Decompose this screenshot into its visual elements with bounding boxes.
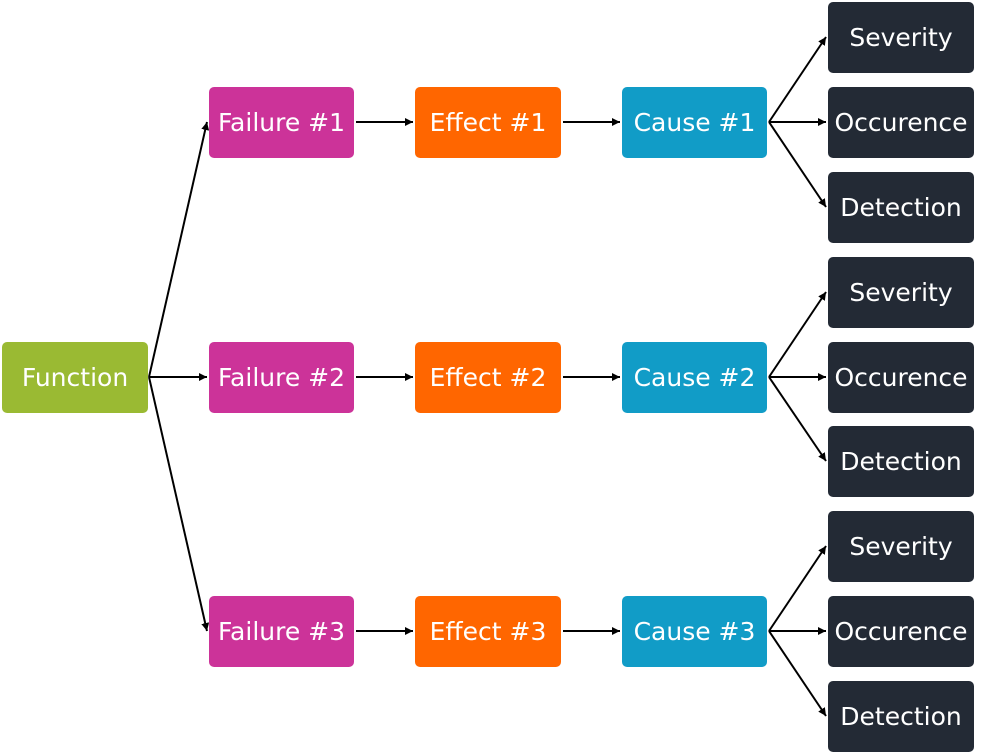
- effect-label-3: Effect #3: [429, 617, 547, 646]
- cause-label-1: Cause #1: [633, 108, 756, 137]
- arrow-cause-to-severity-1: [768, 36, 827, 123]
- severity-node-1: Severity: [828, 2, 974, 73]
- cause-node-2: Cause #2: [622, 342, 767, 413]
- effect-label-1: Effect #1: [429, 108, 547, 137]
- failure-label-3: Failure #3: [217, 617, 346, 646]
- detection-label-2: Detection: [840, 447, 962, 476]
- severity-label-3: Severity: [849, 532, 953, 561]
- arrow-cause-to-detection-2: [768, 376, 827, 462]
- detection-node-2: Detection: [828, 426, 974, 497]
- cause-label-2: Cause #2: [633, 363, 756, 392]
- detection-label-3: Detection: [840, 702, 962, 731]
- failure-label-2: Failure #2: [217, 363, 346, 392]
- severity-label-2: Severity: [849, 278, 953, 307]
- effect-node-2: Effect #2: [415, 342, 561, 413]
- arrow-cause-to-severity-3: [768, 545, 827, 632]
- function-node: Function: [2, 342, 148, 413]
- severity-node-3: Severity: [828, 511, 974, 582]
- failure-label-1: Failure #1: [217, 108, 346, 137]
- cause-node-1: Cause #1: [622, 87, 767, 158]
- failure-node-1: Failure #1: [209, 87, 354, 158]
- failure-node-2: Failure #2: [209, 342, 354, 413]
- occurence-label-3: Occurence: [834, 617, 968, 646]
- detection-label-1: Detection: [840, 193, 962, 222]
- occurence-node-1: Occurence: [828, 87, 974, 158]
- cause-node-3: Cause #3: [622, 596, 767, 667]
- occurence-label-1: Occurence: [834, 108, 968, 137]
- effect-label-2: Effect #2: [429, 363, 547, 392]
- detection-node-3: Detection: [828, 681, 974, 752]
- effect-node-1: Effect #1: [415, 87, 561, 158]
- arrow-function-to-failure-3: [148, 376, 210, 632]
- cause-label-3: Cause #3: [633, 617, 756, 646]
- detection-node-1: Detection: [828, 172, 974, 243]
- arrow-cause-to-severity-2: [768, 291, 827, 378]
- occurence-node-2: Occurence: [828, 342, 974, 413]
- severity-label-1: Severity: [849, 23, 953, 52]
- arrow-function-to-failure-1: [148, 121, 210, 378]
- function-label: Function: [21, 363, 129, 392]
- severity-node-2: Severity: [828, 257, 974, 328]
- arrow-cause-to-detection-1: [768, 121, 827, 208]
- arrow-cause-to-detection-3: [768, 630, 827, 717]
- effect-node-3: Effect #3: [415, 596, 561, 667]
- occurence-label-2: Occurence: [834, 363, 968, 392]
- failure-node-3: Failure #3: [209, 596, 354, 667]
- occurence-node-3: Occurence: [828, 596, 974, 667]
